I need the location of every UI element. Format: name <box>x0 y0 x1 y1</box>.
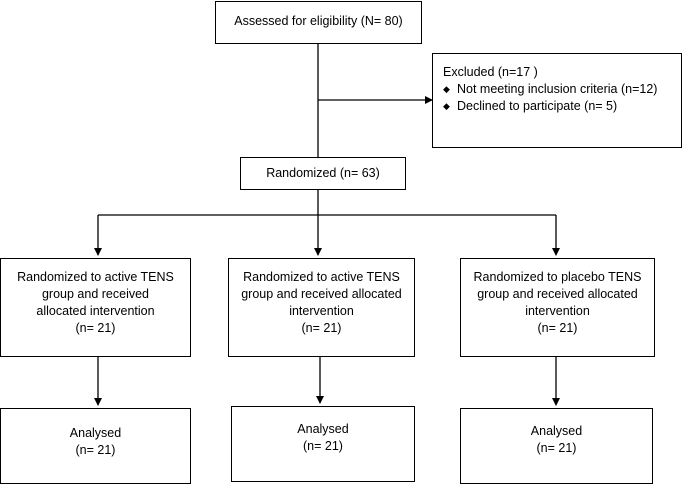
excluded-item: ◆ Not meeting inclusion criteria (n=12) <box>443 81 681 98</box>
diamond-bullet-icon: ◆ <box>443 101 450 111</box>
randomized-box: Randomized (n= 63) <box>240 157 406 190</box>
group-3-count: (n= 21) <box>537 321 578 335</box>
randomized-text: Randomized (n= 63) <box>266 166 380 180</box>
analysed-box-2: Analysed (n= 21) <box>231 406 415 482</box>
group-2-line: intervention <box>289 304 354 318</box>
diamond-bullet-icon: ◆ <box>443 84 450 94</box>
group-2-count: (n= 21) <box>301 321 342 335</box>
analysed-box-1: Analysed (n= 21) <box>0 408 191 484</box>
group-1-line: Randomized to active TENS <box>17 270 174 284</box>
analysed-3-count: (n= 21) <box>536 441 577 455</box>
group-1-count: (n= 21) <box>75 321 116 335</box>
analysed-1-count: (n= 21) <box>75 443 116 457</box>
group-3-line: Randomized to placebo TENS <box>473 270 642 284</box>
group-2-line: group and received allocated <box>241 287 402 301</box>
analysed-2-count: (n= 21) <box>303 439 343 453</box>
excluded-item: ◆ Declined to participate (n= 5) <box>443 98 681 115</box>
group-box-2: Randomized to active TENS group and rece… <box>228 258 415 357</box>
group-box-1: Randomized to active TENS group and rece… <box>0 258 191 357</box>
analysed-box-3: Analysed (n= 21) <box>460 408 653 484</box>
group-3-line: intervention <box>525 304 590 318</box>
analysed-1-label: Analysed <box>69 426 122 440</box>
excluded-title: Excluded (n=17 ) <box>443 65 538 79</box>
group-3-line: group and received allocated <box>477 287 638 301</box>
analysed-2-label: Analysed <box>297 422 349 436</box>
eligibility-box: Assessed for eligibility (N= 80) <box>215 1 422 44</box>
excluded-item-text: Not meeting inclusion criteria (n=12) <box>457 82 658 96</box>
eligibility-text: Assessed for eligibility (N= 80) <box>234 14 403 28</box>
excluded-box: Excluded (n=17 ) ◆ Not meeting inclusion… <box>432 53 682 148</box>
analysed-3-label: Analysed <box>530 424 583 438</box>
group-2-line: Randomized to active TENS <box>243 270 400 284</box>
group-1-line: allocated intervention <box>36 304 155 318</box>
excluded-item-text: Declined to participate (n= 5) <box>457 99 618 113</box>
group-box-3: Randomized to placebo TENS group and rec… <box>460 258 655 357</box>
group-1-line: group and received <box>41 287 150 301</box>
